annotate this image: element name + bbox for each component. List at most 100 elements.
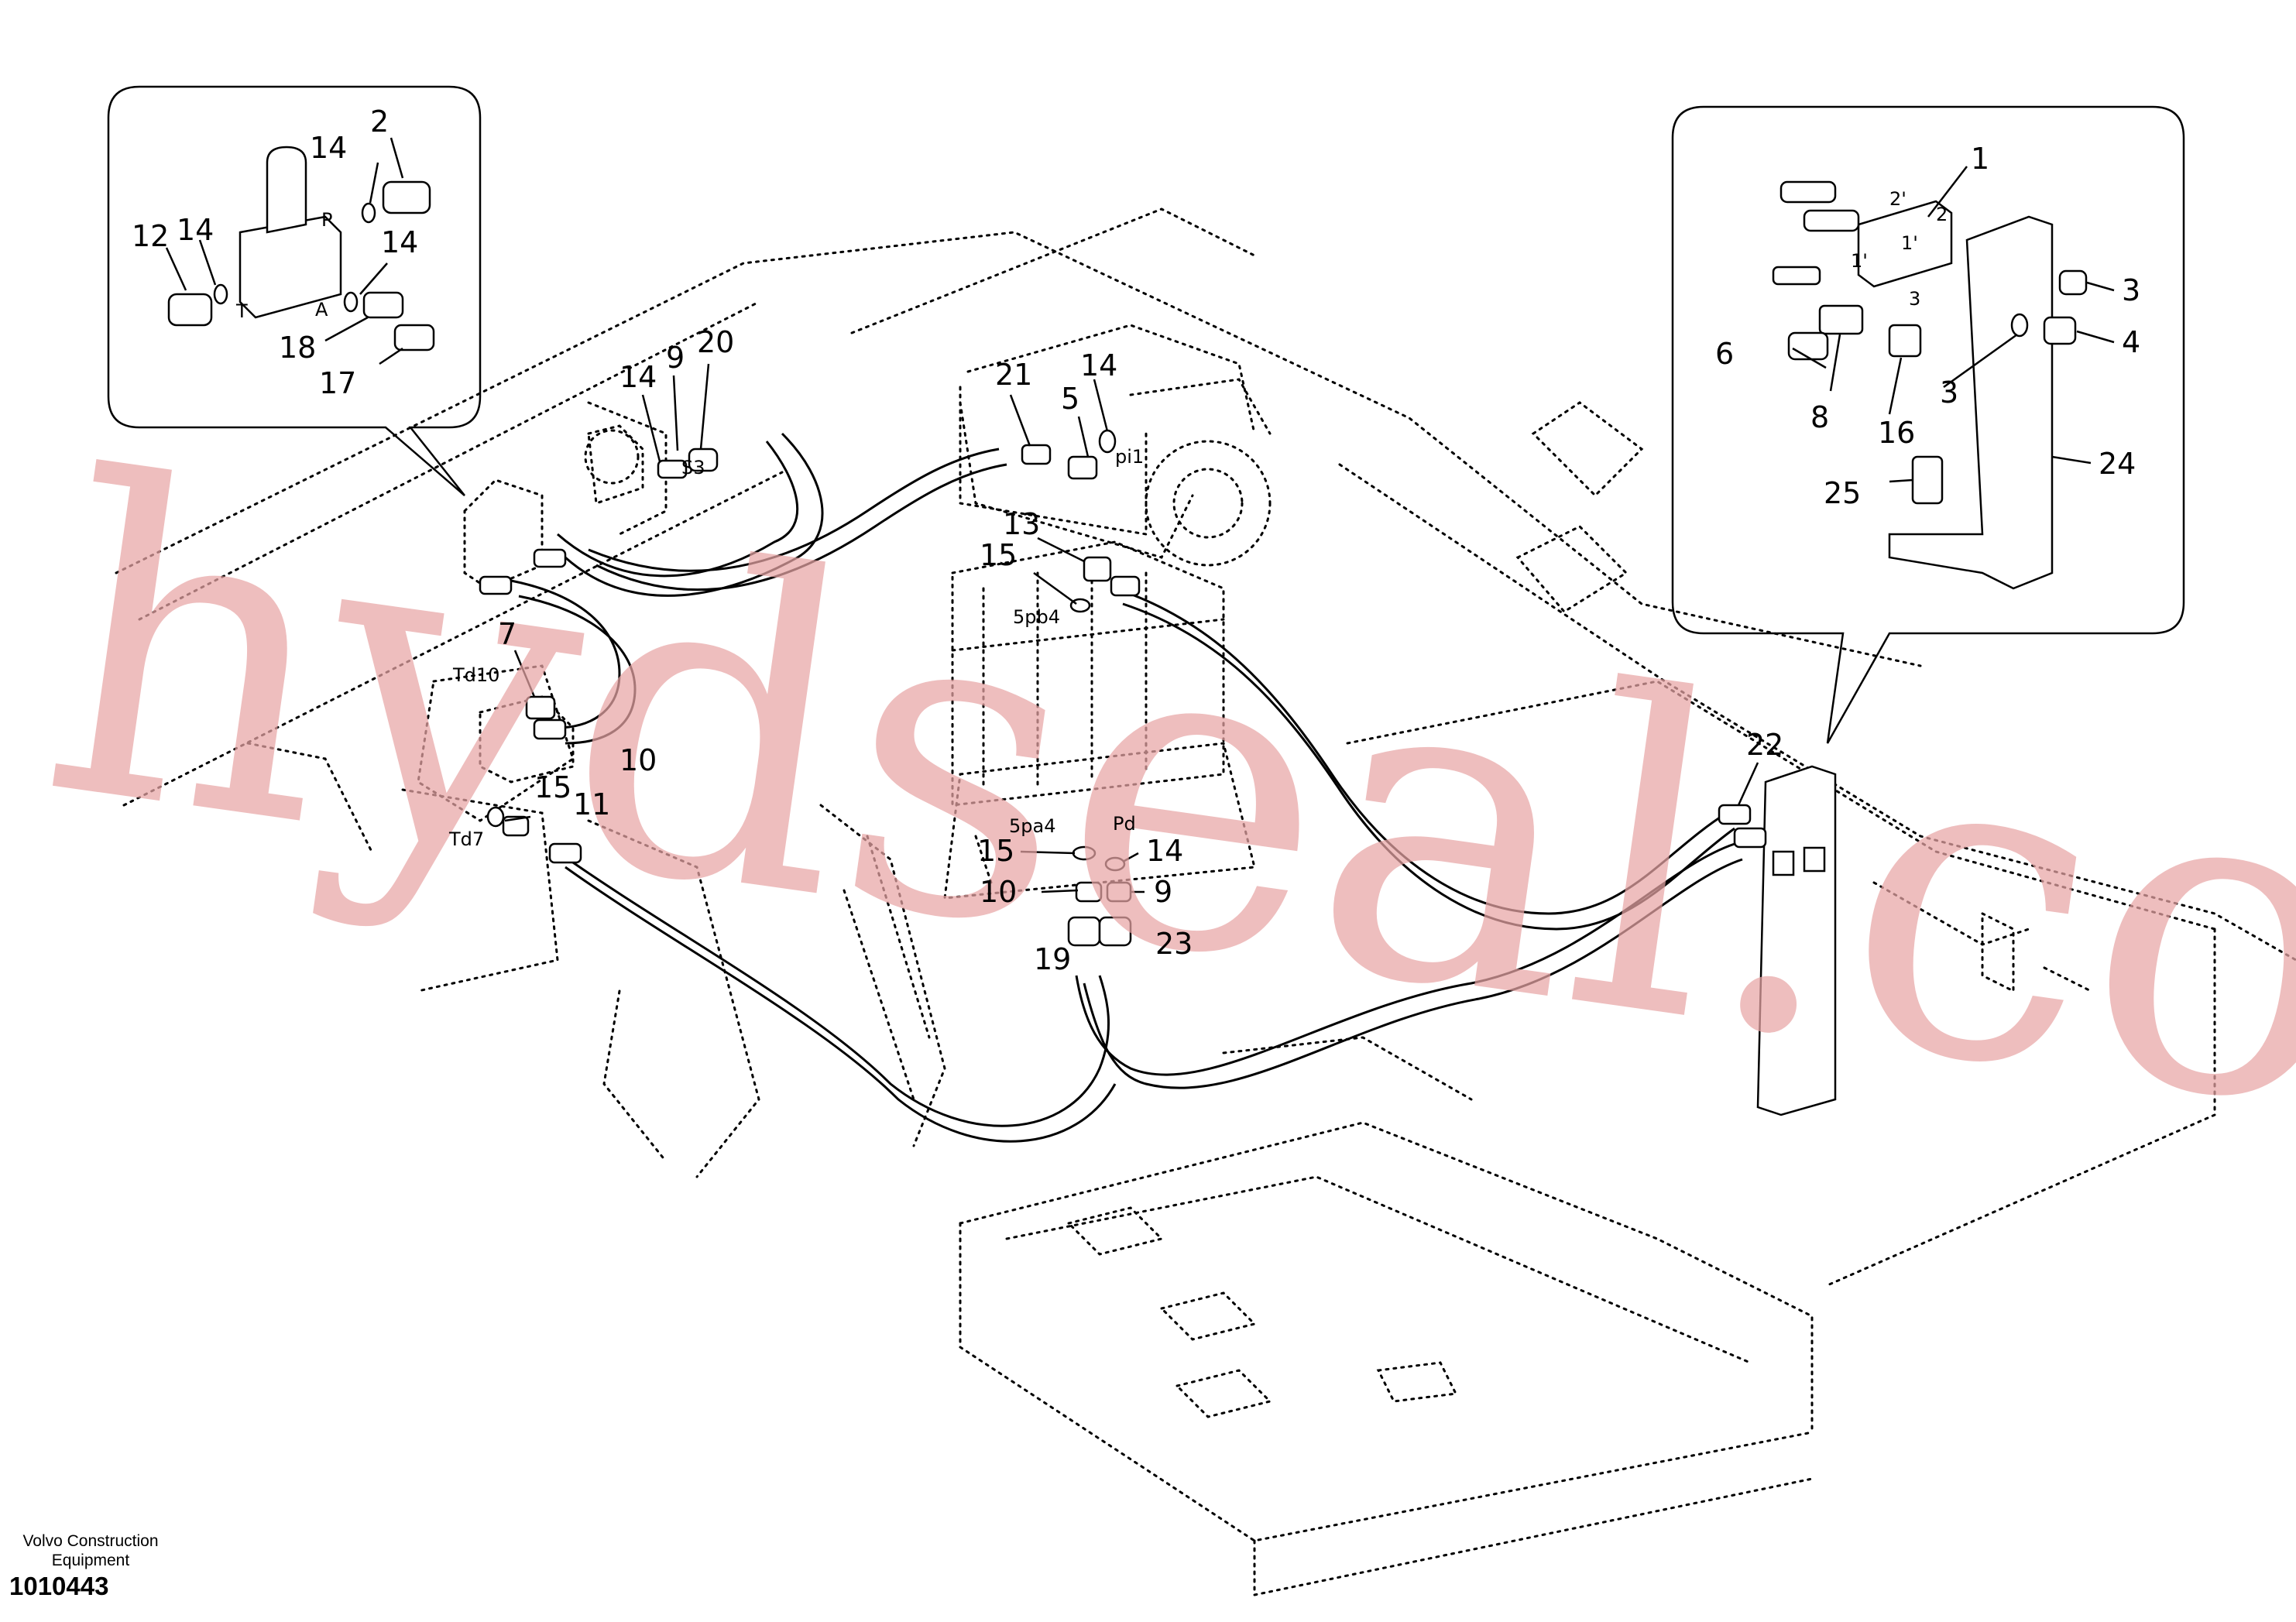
fitting-2 <box>382 180 431 214</box>
port-label: 2 <box>1936 204 1948 225</box>
port-label: 1' <box>1851 250 1868 272</box>
fitting-20 <box>688 448 719 472</box>
leaders-main <box>504 363 1759 893</box>
oring-14-a <box>343 291 359 313</box>
left-callout <box>107 85 482 496</box>
port-label: 3 <box>1909 288 1920 310</box>
fitting-17 <box>393 324 435 351</box>
oring-14-top <box>1098 429 1117 454</box>
right-callout <box>1671 105 2185 744</box>
bolt-25 <box>1911 455 1944 505</box>
oring-14-t <box>213 283 228 305</box>
part-number: 3 <box>1940 375 1958 410</box>
port-label: pi1 <box>1115 446 1144 468</box>
part-number: 9 <box>666 341 685 375</box>
part-number: 20 <box>697 325 734 359</box>
part-number: 2 <box>370 105 389 139</box>
oring-3 <box>2010 313 2029 338</box>
watermark: hydseal.com <box>21 386 2296 1266</box>
part-number: 14 <box>619 360 657 394</box>
port-label: P <box>321 209 332 231</box>
part-number: 14 <box>177 213 214 247</box>
fitting-23 <box>1098 916 1132 947</box>
fitting-18 <box>362 291 404 319</box>
part-number: 25 <box>1824 476 1861 510</box>
part-number: 17 <box>319 366 356 400</box>
right-hose-1 <box>1779 180 1837 204</box>
part-number: 15 <box>534 770 571 804</box>
fitting-s3 <box>657 459 688 479</box>
port-label: A <box>315 299 328 321</box>
right-hose-2 <box>1803 209 1860 232</box>
fitting-6 <box>1787 331 1829 361</box>
port-label: 1' <box>1901 232 1918 254</box>
part-number: 22 <box>1746 728 1783 762</box>
hoses <box>510 432 1743 1143</box>
port-label: Td10 <box>452 664 499 686</box>
right-bracket-main <box>1756 765 1837 1116</box>
port-label: 5pa4 <box>1009 815 1055 837</box>
right-hose-3-dotted <box>1772 266 1821 286</box>
part-number: 1 <box>1971 142 1989 176</box>
frame-dotted-outlines <box>115 207 2296 1596</box>
part-number: 4 <box>2122 325 2140 359</box>
fitting-22-a <box>1718 804 1752 825</box>
part-number: 3 <box>2122 273 2140 307</box>
document-number: 1010443 <box>9 1572 109 1600</box>
port-label: Td7 <box>448 828 484 850</box>
oring-15-left <box>486 806 505 828</box>
fittings-main <box>479 429 1767 947</box>
part-number: 5 <box>1061 382 1079 416</box>
part-number: 8 <box>1810 400 1829 434</box>
right-callout-labels: 1 2' 2 1' 1' 3 3 6 8 16 3 4 25 24 <box>1715 142 2140 510</box>
part-number: 14 <box>1080 348 1117 382</box>
part-number: 14 <box>1146 834 1183 868</box>
part-number: 12 <box>132 219 169 253</box>
left-callout-labels: 2 14 14 12 14 18 17 P T A <box>132 105 418 400</box>
part-number: 14 <box>381 225 418 259</box>
fitting-16 <box>1888 324 1922 358</box>
port-label: 5pb4 <box>1013 606 1060 628</box>
part-number: 24 <box>2099 447 2136 481</box>
port-label: 2' <box>1889 188 1906 210</box>
part-number: 15 <box>980 538 1017 572</box>
left-callout-valve-body <box>239 215 342 319</box>
right-callout-bracket <box>1888 215 2054 590</box>
fitting-21 <box>1021 444 1052 465</box>
port-label: S3 <box>681 457 705 478</box>
fitting-4 <box>2043 316 2077 345</box>
fitting-7 <box>525 695 556 720</box>
fitting-10-left <box>533 718 567 740</box>
fitting-3-top <box>2058 269 2088 296</box>
fitting-11 <box>502 815 530 837</box>
fitting-manifold-out-2 <box>479 575 513 595</box>
oring-14-p <box>361 202 376 224</box>
pump-housing-outline <box>959 378 1272 567</box>
brand-name: Volvo Construction Equipment <box>22 1532 159 1569</box>
fitting-22-b <box>1733 827 1767 849</box>
part-number: 21 <box>995 358 1032 392</box>
part-number: 14 <box>310 131 347 165</box>
part-number: 7 <box>498 617 517 651</box>
fitting-manifold-out-1 <box>533 548 567 568</box>
part-number: 15 <box>977 834 1014 868</box>
fitting-10-valve <box>1075 881 1103 903</box>
left-callout-valve-cap <box>266 146 307 234</box>
fitting-13 <box>1083 556 1112 582</box>
control-valve-outline <box>951 540 1225 807</box>
part-number: 19 <box>1034 942 1071 976</box>
part-number: 13 <box>1003 507 1040 541</box>
fitting-8 <box>1818 304 1864 335</box>
port-label: T <box>235 300 248 322</box>
fitting-5 <box>1067 455 1098 480</box>
port-label: Pd <box>1113 813 1136 835</box>
part-number: 10 <box>619 743 657 777</box>
right-callout-manifold <box>1857 200 1953 288</box>
part-number: 6 <box>1715 337 1734 371</box>
part-number: 23 <box>1155 927 1193 961</box>
fitting-13b <box>1110 575 1141 597</box>
oring-14-bottom <box>1104 856 1126 872</box>
main-labels: 14 9 20 21 14 5 13 15 7 10 15 11 15 14 1… <box>448 325 1783 976</box>
part-number: 10 <box>980 875 1017 909</box>
